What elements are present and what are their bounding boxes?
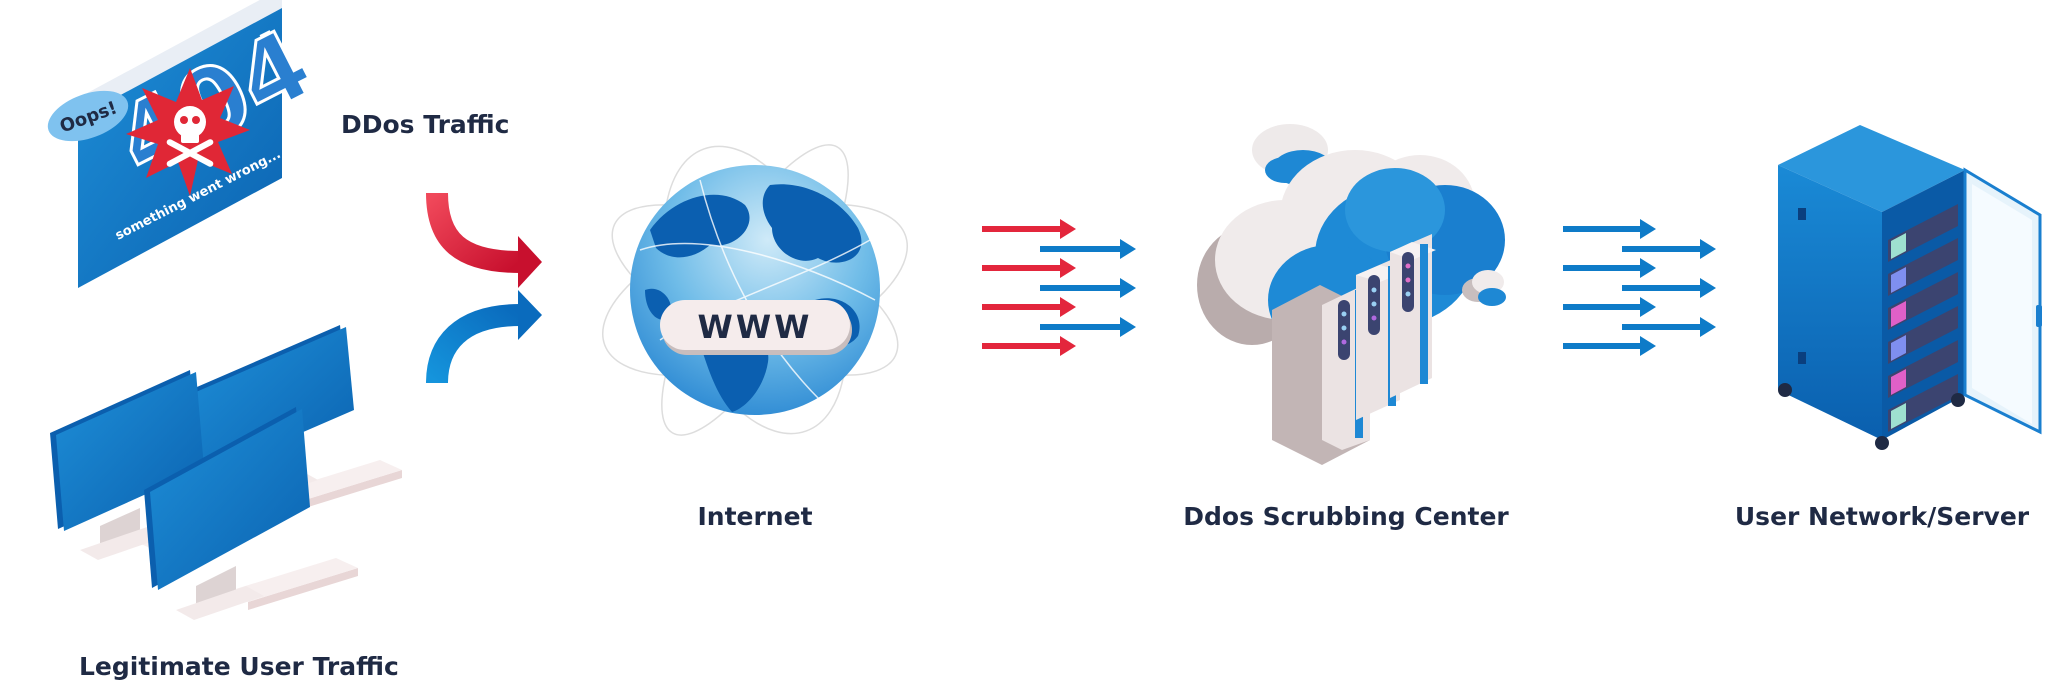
www-badge: WWW (660, 300, 852, 355)
arrow-icon (1563, 219, 1656, 239)
legitimate-users-illustration (50, 325, 402, 620)
rack-slot (1888, 272, 1958, 330)
keyboard-icon (226, 558, 358, 610)
arrow-icon (1622, 317, 1716, 337)
legitimate-traffic-label: Legitimate User Traffic (79, 652, 399, 681)
arrow-icon (982, 336, 1076, 356)
arrow-icon (1563, 258, 1656, 278)
arrow-icon (1040, 278, 1136, 298)
mixed-traffic-arrows (982, 219, 1136, 356)
scrubbing-center-label: Ddos Scrubbing Center (1183, 502, 1509, 531)
scrubbing-center-illustration (1197, 124, 1506, 465)
user-network-label: User Network/Server (1734, 502, 2030, 531)
rack-slot (1888, 306, 1958, 364)
rack-slot (1888, 374, 1958, 432)
error-page-illustration: 404 something went wrong... Oops! (47, 0, 330, 288)
legit-curve-arrow-icon (426, 290, 542, 384)
cloud-icon (1462, 270, 1506, 306)
arrow-icon (1563, 297, 1656, 317)
attack-curve-arrow-icon (426, 192, 542, 288)
server-icon (1390, 234, 1436, 398)
arrow-icon (1622, 239, 1716, 259)
rack-slot (1888, 238, 1958, 296)
arrow-icon (1563, 336, 1656, 356)
arrow-icon (982, 219, 1076, 239)
skull-crossbones-icon (166, 106, 214, 167)
ddos-traffic-label: DDos Traffic (341, 110, 510, 139)
arrow-icon (1622, 278, 1716, 298)
arrow-icon (1040, 317, 1136, 337)
monitor-icon (50, 370, 204, 560)
arrow-icon (982, 297, 1076, 317)
menu-icon (259, 30, 271, 47)
internet-label: Internet (697, 502, 813, 531)
rack-slot (1888, 204, 1958, 262)
clean-traffic-arrows (1563, 219, 1716, 356)
monitor-icon (144, 407, 310, 620)
server-rack-icon (1778, 125, 2042, 450)
arrow-icon (982, 258, 1076, 278)
arrow-icon (1040, 239, 1136, 259)
server-icon (1272, 282, 1370, 465)
www-text: WWW (698, 308, 813, 346)
globe-icon: WWW (602, 144, 908, 436)
rack-slot (1888, 340, 1958, 398)
